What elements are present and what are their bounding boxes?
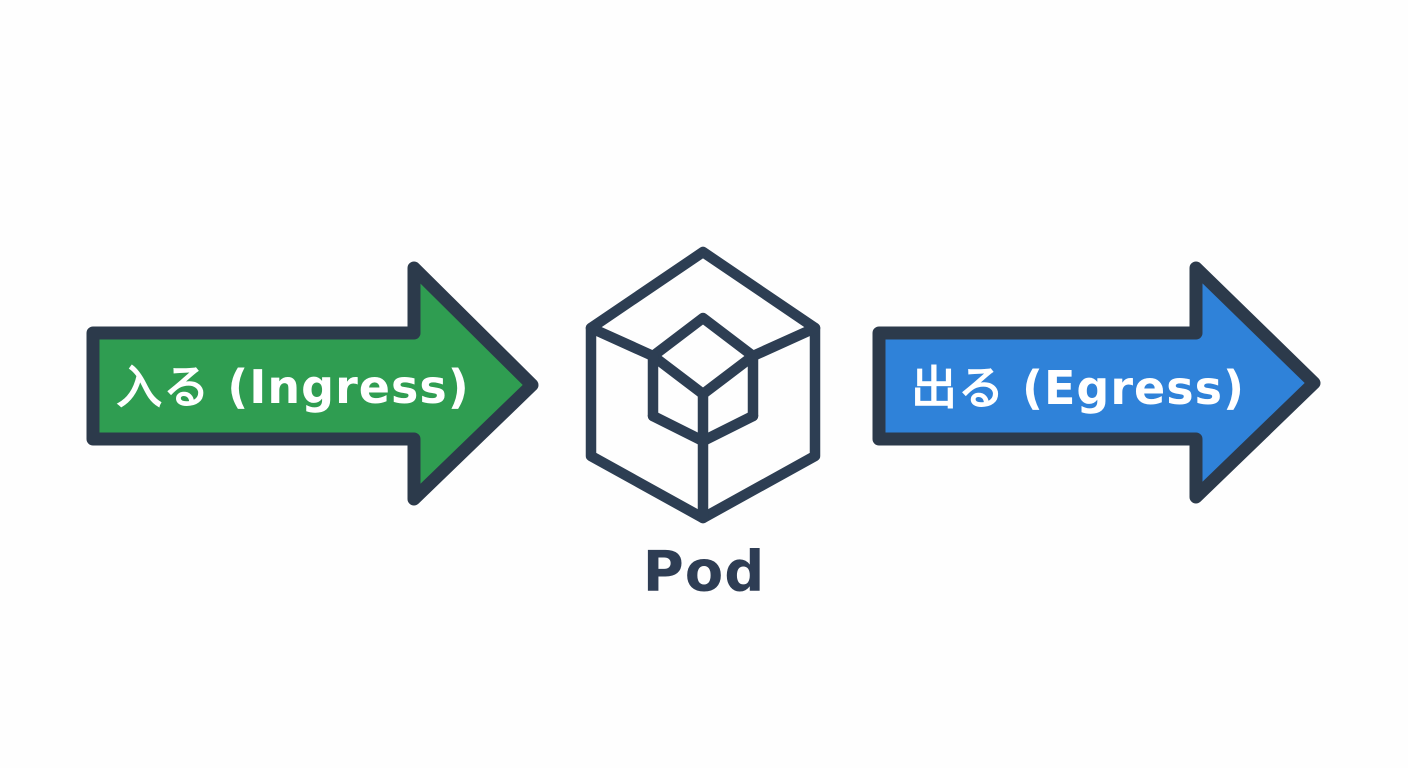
egress-arrow-label: 出る (Egress) bbox=[911, 361, 1245, 415]
pod-cube-icon bbox=[585, 246, 821, 524]
cube-right-connector-edge bbox=[747, 322, 821, 362]
ingress-arrow: 入る (Ingress) bbox=[86, 261, 539, 506]
cube-left-connector-edge bbox=[585, 322, 659, 362]
egress-arrow: 出る (Egress) bbox=[872, 261, 1321, 504]
cube-inner-top-face bbox=[647, 312, 759, 400]
ingress-arrow-shape bbox=[86, 261, 539, 506]
egress-arrow-shape bbox=[872, 261, 1321, 504]
pod-label: Pod bbox=[643, 540, 766, 605]
ingress-arrow-label: 入る (Ingress) bbox=[116, 360, 470, 414]
